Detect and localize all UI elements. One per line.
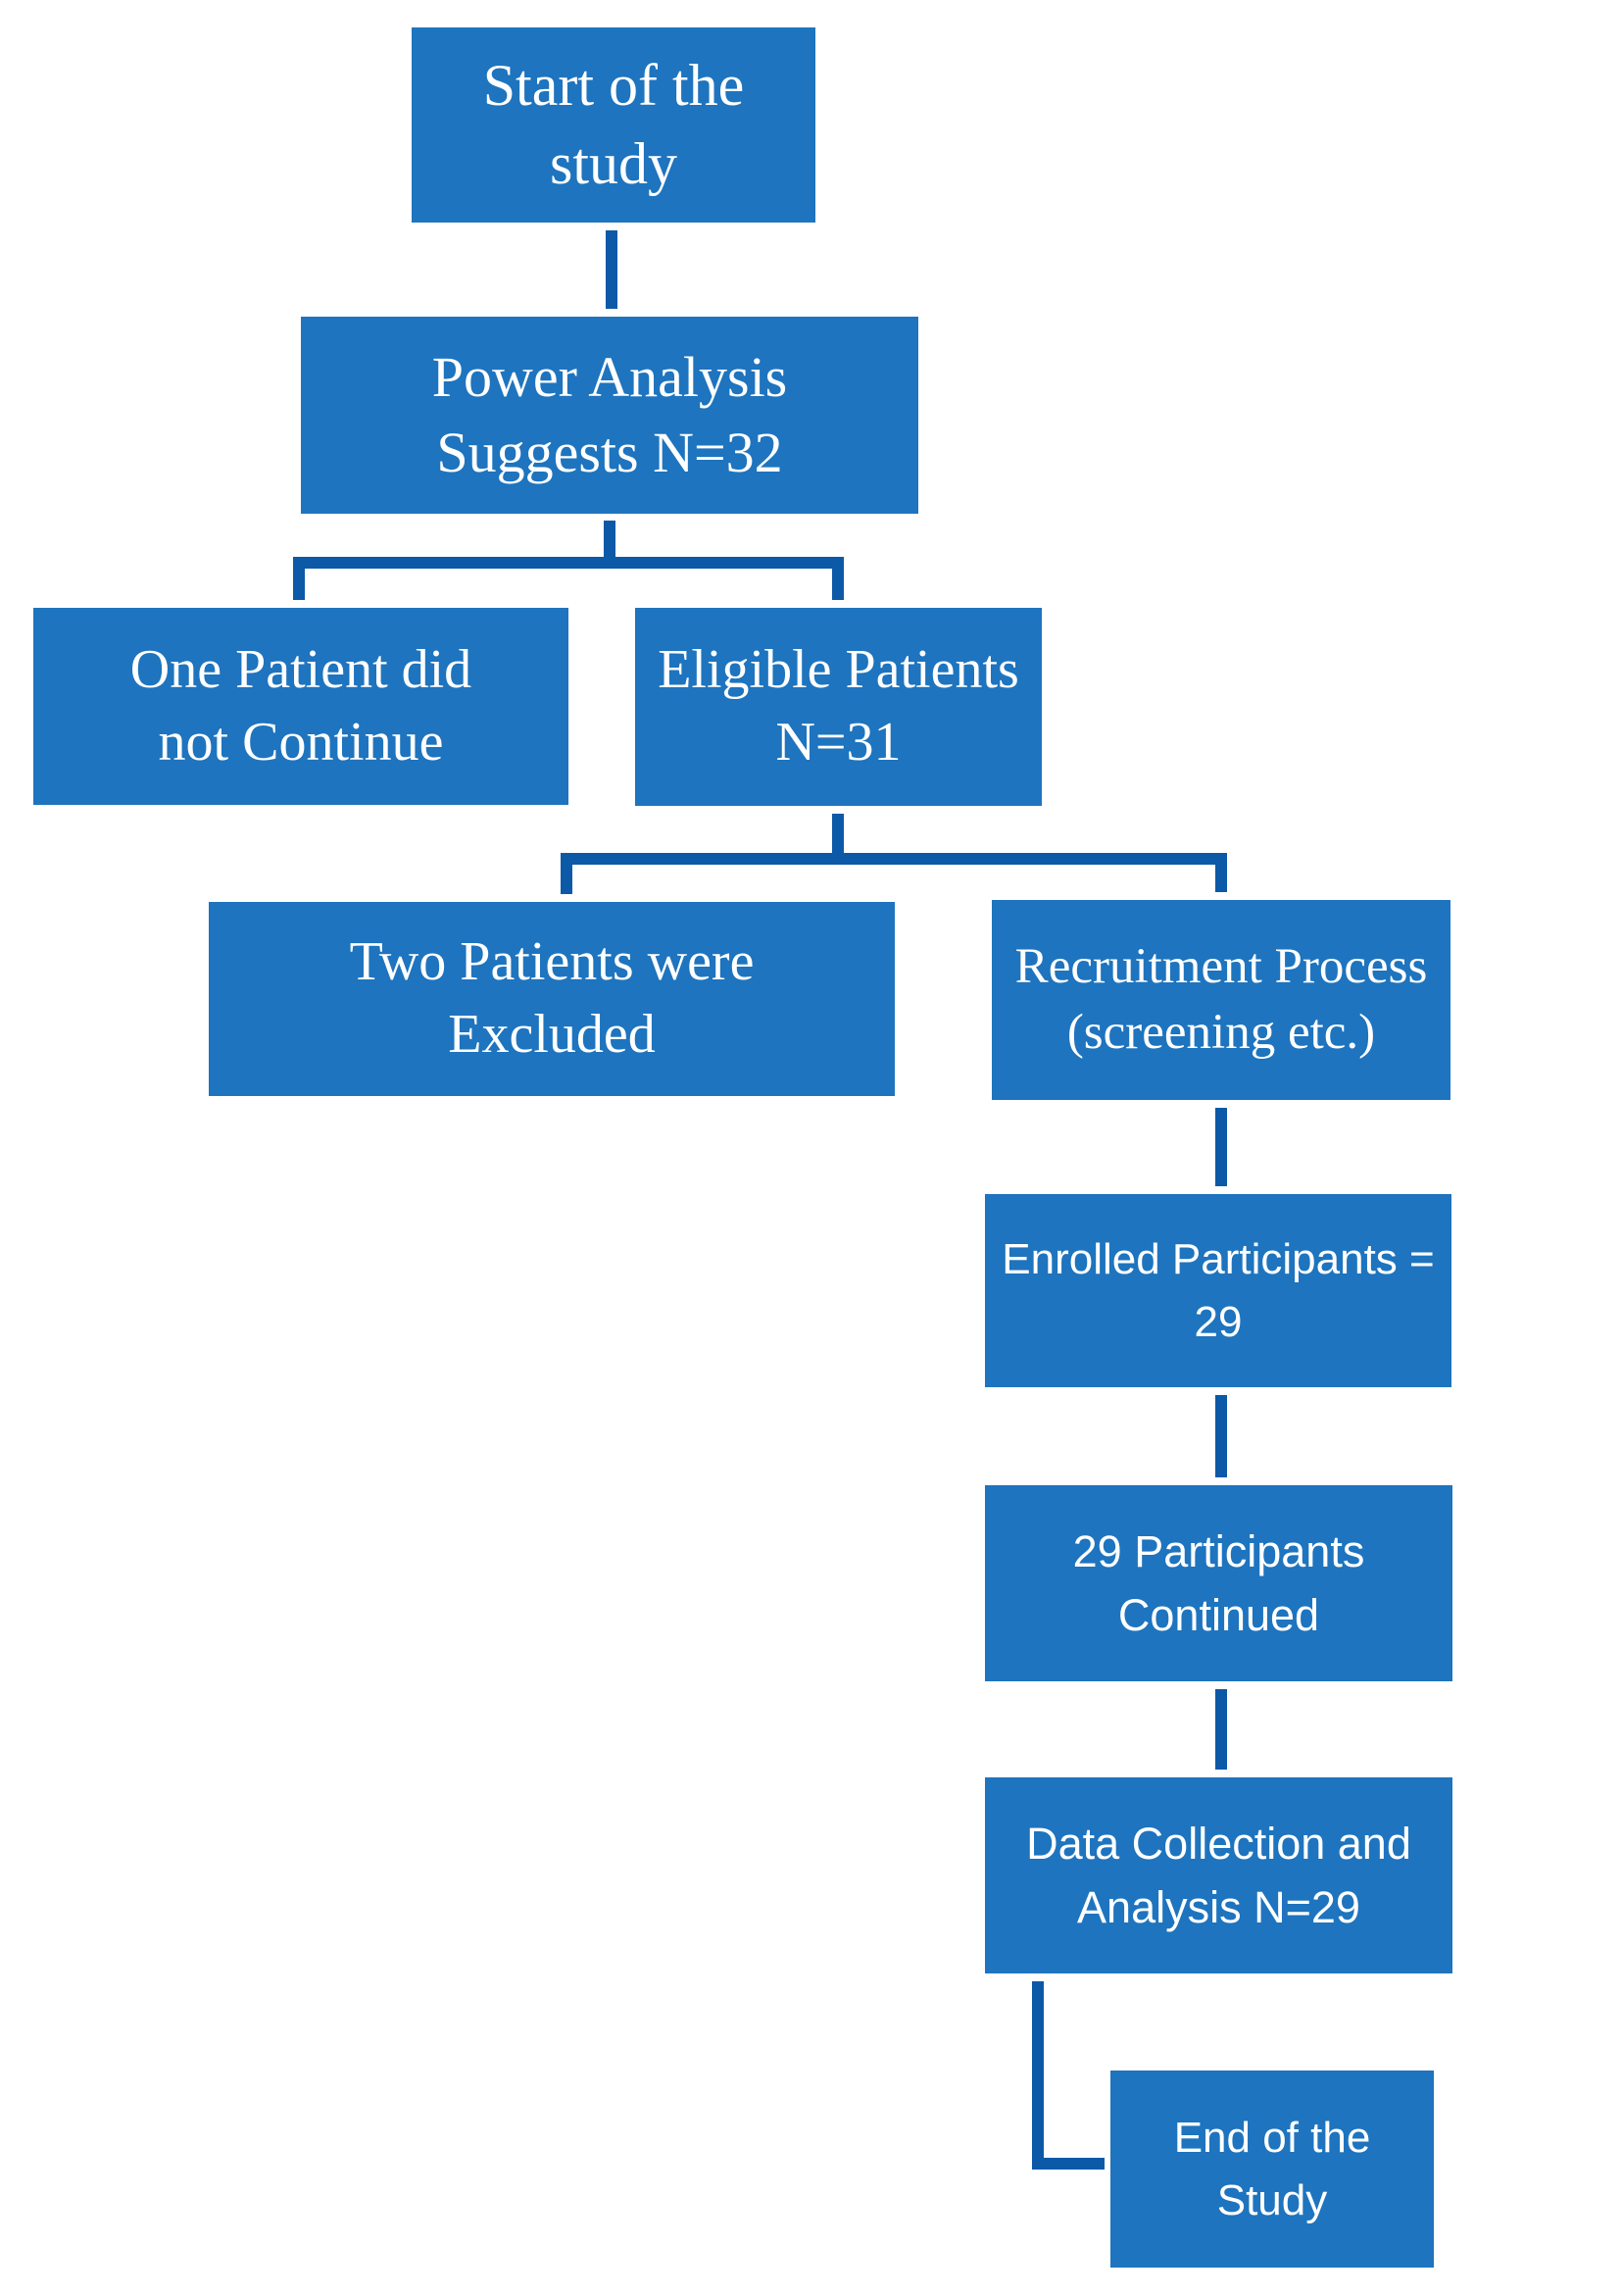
- node-eligible-patients: Eligible Patients N=31: [635, 608, 1042, 806]
- connector-power-branch-horizontal: [293, 557, 844, 569]
- connector-data-elbow-horizontal: [1032, 2158, 1105, 2170]
- node-one-patient-dropout: One Patient did not Continue: [33, 608, 568, 805]
- connector-drop-to-one-patient: [293, 569, 305, 600]
- connector-drop-to-eligible: [832, 569, 844, 600]
- node-power-analysis: Power Analysis Suggests N=32: [301, 317, 918, 514]
- connector-eligible-branch-stem: [832, 814, 844, 865]
- node-start-of-study: Start of the study: [412, 27, 815, 223]
- connector-start-to-power: [606, 230, 617, 309]
- connector-recruitment-to-enrolled: [1215, 1108, 1227, 1186]
- connector-enrolled-to-continued: [1215, 1395, 1227, 1477]
- connector-drop-to-two-patients: [561, 865, 572, 894]
- node-two-patients-excluded: Two Patients were Excluded: [209, 902, 895, 1096]
- connector-eligible-branch-horizontal: [561, 853, 1227, 865]
- connector-data-elbow-vertical: [1032, 1981, 1044, 2170]
- connector-power-branch-stem: [604, 521, 615, 569]
- node-enrolled-participants: Enrolled Participants = 29: [985, 1194, 1451, 1387]
- node-data-collection: Data Collection and Analysis N=29: [985, 1777, 1452, 1973]
- connector-continued-to-data: [1215, 1689, 1227, 1770]
- node-recruitment-process: Recruitment Process (screening etc.): [992, 900, 1450, 1100]
- node-participants-continued: 29 Participants Continued: [985, 1485, 1452, 1681]
- node-end-of-study: End of the Study: [1110, 2071, 1434, 2268]
- connector-drop-to-recruitment: [1215, 865, 1227, 892]
